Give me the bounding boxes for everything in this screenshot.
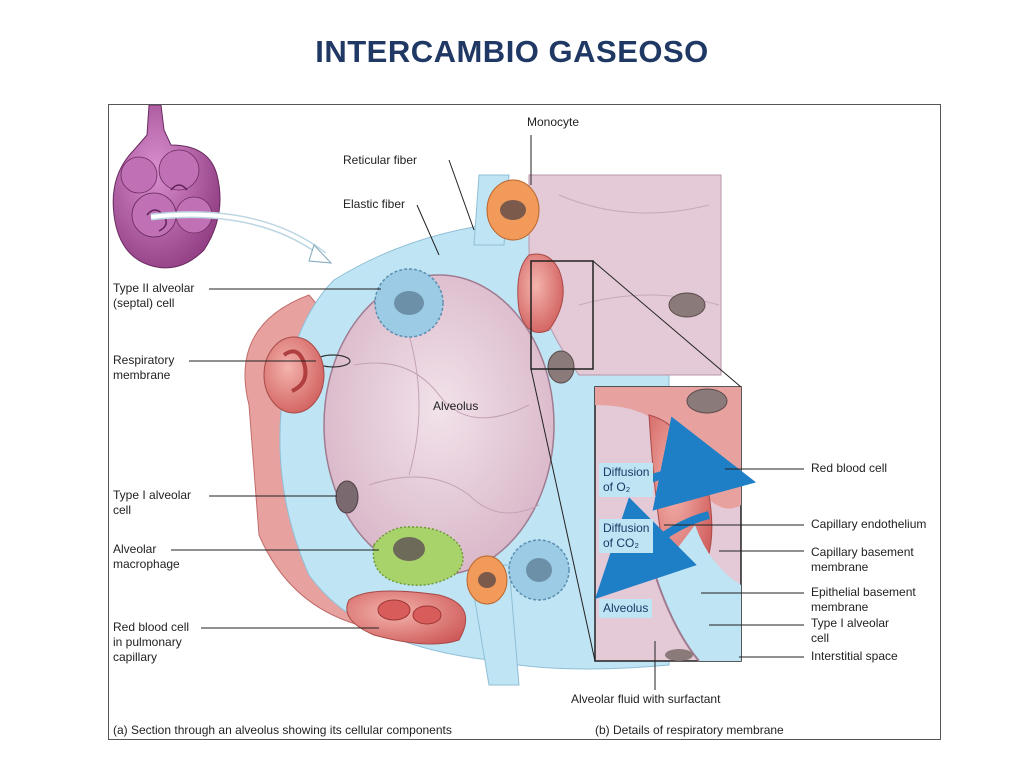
label-type-ii-cell: Type II alveolar (septal) cell xyxy=(113,281,195,310)
label-capillary-basement: Capillary basement membrane xyxy=(811,545,914,574)
label-type-i-cell: Type I alveolar cell xyxy=(113,488,192,517)
label-epithelial-basement: Epithelial basement membrane xyxy=(811,585,916,614)
label-interstitial-space: Interstitial space xyxy=(811,649,898,663)
lung-lobule-icon xyxy=(112,105,221,269)
macrophage-icon xyxy=(372,526,464,586)
label-monocyte: Monocyte xyxy=(527,115,580,129)
label-reticular-fiber: Reticular fiber xyxy=(343,153,418,167)
label-alveolar-macrophage: Alveolar macrophage xyxy=(113,542,180,571)
label-rbc-pulmonary: Red blood cell in pulmonary capillary xyxy=(113,620,190,664)
label-capillary-endothelium: Capillary endothelium xyxy=(811,517,927,531)
label-alveolus: Alveolus xyxy=(433,399,479,413)
label-elastic-fiber: Elastic fiber xyxy=(343,197,406,211)
page-title: INTERCAMBIO GASEOSO xyxy=(315,34,709,69)
alveolus-illustration xyxy=(112,105,804,690)
label-red-blood-cell: Red blood cell xyxy=(811,461,888,475)
label-diffusion-co2: Diffusion of CO₂ xyxy=(599,519,654,553)
label-diffusion-o2: Diffusion of O₂ xyxy=(599,463,654,497)
monocyte-icon xyxy=(486,179,540,241)
label-respiratory-membrane: Respiratory membrane xyxy=(113,353,175,382)
label-alveolar-fluid: Alveolar fluid with surfactant xyxy=(571,692,721,706)
type-ii-cell-icon xyxy=(374,268,444,338)
caption-a: (a) Section through an alveolus showing … xyxy=(113,723,452,737)
label-alveolus-b: Alveolus xyxy=(599,599,653,618)
caption-b: (b) Details of respiratory membrane xyxy=(595,723,784,737)
label-type-i-cell-b: Type I alveolar cell xyxy=(811,616,890,645)
diagram-frame: Monocyte Reticular fiber Elastic fiber T… xyxy=(108,104,941,740)
